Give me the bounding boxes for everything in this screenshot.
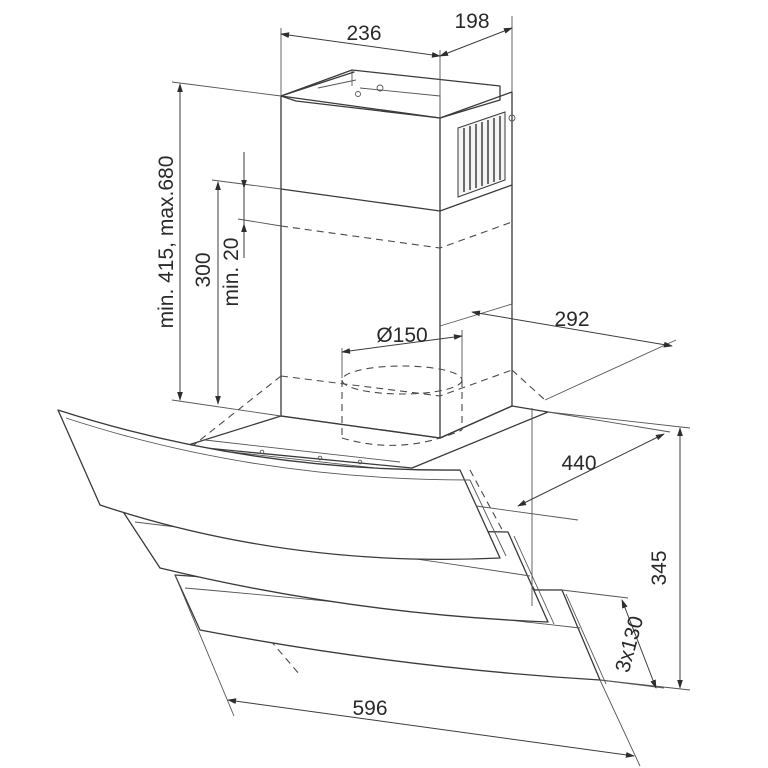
label-chimney-height: min. 415, max.680 bbox=[155, 156, 178, 329]
label-236: 236 bbox=[346, 22, 381, 45]
label-198: 198 bbox=[454, 10, 489, 33]
label-diameter: Ø150 bbox=[376, 324, 427, 347]
dim-outlet: Ø150 bbox=[341, 324, 463, 378]
bracket-screw bbox=[376, 84, 384, 92]
label-min-20: min. 20 bbox=[220, 238, 243, 307]
dim-chimney-depth: 198 bbox=[439, 10, 513, 92]
chimney-seam bbox=[280, 184, 513, 212]
dim-min-20: min. 20 bbox=[220, 152, 282, 307]
label-596: 596 bbox=[352, 697, 387, 720]
dim-300: 300 bbox=[192, 179, 282, 405]
chimney-front bbox=[280, 95, 441, 439]
label-3x130: 3x130 bbox=[611, 614, 648, 675]
label-440: 440 bbox=[561, 452, 596, 475]
dim-596: 596 bbox=[174, 574, 641, 767]
chimney bbox=[280, 69, 516, 439]
label-345: 345 bbox=[648, 550, 671, 585]
dim-chimney-height: min. 415, max.680 bbox=[155, 81, 282, 417]
outlet-pipe bbox=[341, 365, 463, 446]
vent-grille bbox=[457, 111, 506, 198]
dim-chimney-width: 236 bbox=[280, 22, 441, 118]
label-292: 292 bbox=[554, 308, 589, 331]
dim-292: 292 bbox=[439, 303, 677, 401]
dim-440: 440 bbox=[475, 411, 671, 521]
label-300: 300 bbox=[192, 252, 215, 287]
dim-345: 345 bbox=[547, 411, 691, 691]
glass-panel-top bbox=[57, 409, 501, 561]
glass-panels bbox=[57, 409, 607, 685]
